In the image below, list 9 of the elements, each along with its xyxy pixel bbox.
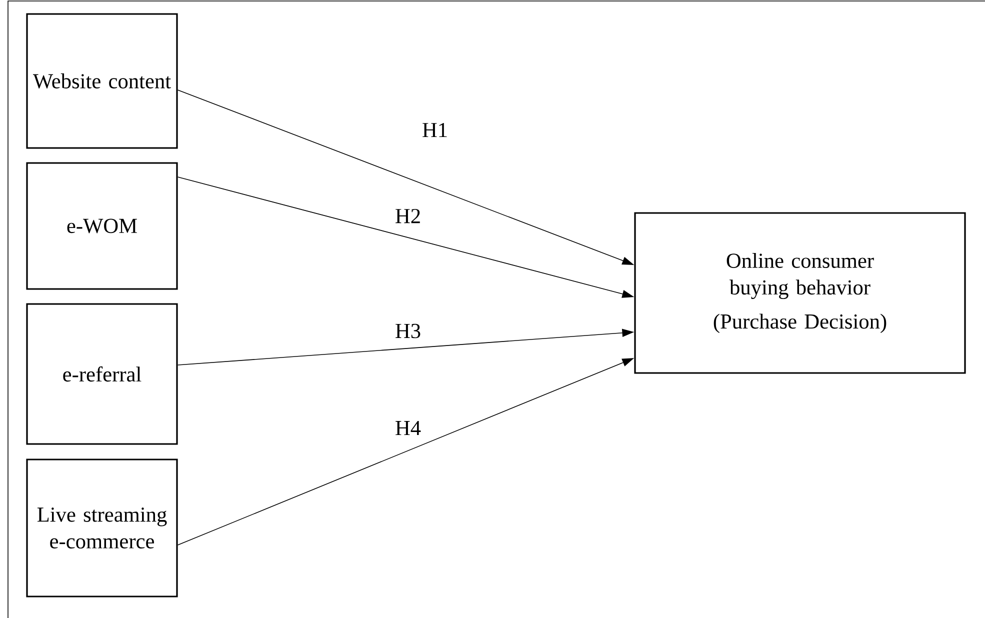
edge-label: H1 — [420, 122, 450, 138]
factor-box: Live streaming e-commerce — [26, 458, 178, 598]
factor-box: e-WOM — [26, 162, 178, 290]
factor-box: e-referral — [26, 303, 178, 445]
edge-label: H2 — [394, 208, 422, 224]
factor-box: Website content — [26, 13, 178, 149]
outcome-box: Online consumer buying behavior (Purchase Decision) — [634, 212, 966, 374]
edge-label: H3 — [394, 322, 422, 340]
edge-label: H4 — [394, 420, 422, 436]
